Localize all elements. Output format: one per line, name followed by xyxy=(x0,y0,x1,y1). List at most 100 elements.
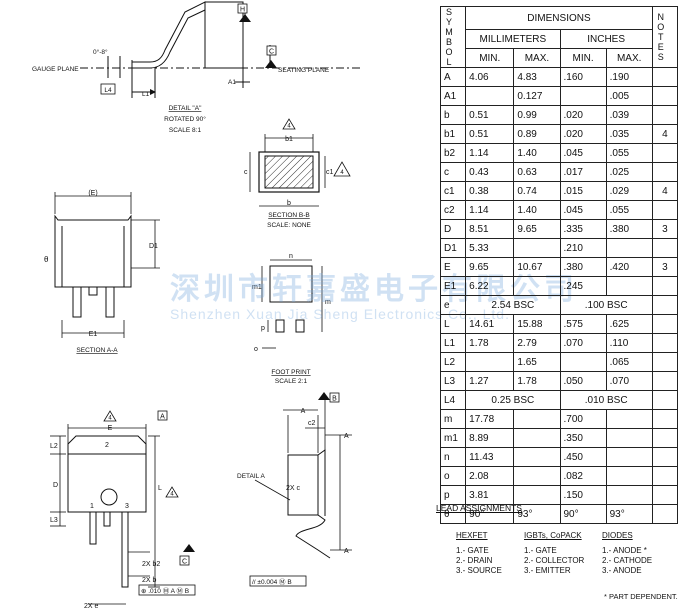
footprint-scale: SCALE 2:1 xyxy=(275,378,308,385)
table-cell: 3 xyxy=(651,257,679,277)
table-cell xyxy=(651,390,679,410)
table-cell: n xyxy=(439,447,467,467)
igbt-header: IGBTs, CoPACK xyxy=(524,531,582,540)
table-cell xyxy=(651,162,679,182)
table-cell: .625 xyxy=(605,314,653,334)
table-cell: .045 xyxy=(559,143,607,163)
mm-max-header: MAX. xyxy=(513,48,561,68)
igbt-column: IGBTs, CoPACK 1.- GATE 2.- COLLECTOR 3.-… xyxy=(524,531,584,576)
table-cell: 14.61 xyxy=(465,314,515,334)
section-bb-view xyxy=(249,118,351,207)
table-cell: 4 xyxy=(651,124,679,144)
n-label: n xyxy=(289,253,293,260)
table-cell: .020 xyxy=(559,105,607,125)
table-cell: .380 xyxy=(605,219,653,239)
l4-label: L4 xyxy=(104,87,112,94)
table-cell: .050 xyxy=(559,371,607,391)
c2-label: c2 xyxy=(308,420,316,427)
table-cell: p xyxy=(439,485,467,505)
b1-label: b1 xyxy=(285,136,293,143)
table-cell: D1 xyxy=(439,238,467,258)
datum-c-icon xyxy=(265,60,277,68)
table-cell: 0.127 xyxy=(513,86,561,106)
footprint-view xyxy=(261,259,323,349)
section-bb-title: SECTION B-B xyxy=(268,212,310,219)
table-cell xyxy=(605,409,653,429)
l3-label: L3 xyxy=(50,517,58,524)
table-cell xyxy=(465,86,515,106)
table-cell xyxy=(465,352,515,372)
table-cell: .380 xyxy=(559,257,607,277)
table-cell xyxy=(651,371,679,391)
table-cell: .210 xyxy=(559,238,607,258)
table-cell: 4.06 xyxy=(465,67,515,87)
detail-a-view xyxy=(80,1,360,98)
table-cell: 8.51 xyxy=(465,219,515,239)
table-cell xyxy=(605,276,653,296)
table-cell: 0.63 xyxy=(513,162,561,182)
d-label: D xyxy=(53,482,58,489)
table-cell xyxy=(513,276,561,296)
table-cell: .065 xyxy=(605,352,653,372)
datum-b-box: B xyxy=(332,396,337,403)
e1-label: E1 xyxy=(89,331,98,338)
dimensions-table: SYMBOL DIMENSIONS NOTES MILLIMETERS INCH… xyxy=(439,6,679,524)
table-cell: .450 xyxy=(559,447,607,467)
table-cell xyxy=(513,428,561,448)
datum-c-bottom-icon xyxy=(183,544,195,552)
table-cell: .070 xyxy=(559,333,607,353)
table-cell xyxy=(559,352,607,372)
table-cell: 6.22 xyxy=(465,276,515,296)
table-cell: c xyxy=(439,162,467,182)
table-cell: 4.83 xyxy=(513,67,561,87)
lead-assignments-title: LEAD ASSIGNMENTS xyxy=(436,503,522,513)
table-cell: E xyxy=(439,257,467,277)
two-x-b-label: 2X b xyxy=(142,577,157,584)
table-cell xyxy=(651,67,679,87)
table-cell xyxy=(651,314,679,334)
flatness-tolerance: // ±0.004 Ⓜ B xyxy=(252,578,292,586)
table-cell: 90° xyxy=(465,504,515,524)
pin3-label: 3 xyxy=(125,503,129,510)
datum-c-label: C xyxy=(269,49,274,56)
table-cell: 0.25 BSC xyxy=(465,390,561,410)
table-cell: .420 xyxy=(605,257,653,277)
side-view xyxy=(254,398,352,559)
note-4-l: 4 xyxy=(170,492,174,498)
table-cell: 9.65 xyxy=(465,257,515,277)
e-top-label: E xyxy=(108,425,113,432)
table-cell xyxy=(651,409,679,429)
table-cell xyxy=(605,238,653,258)
table-cell xyxy=(513,447,561,467)
table-cell: 0.89 xyxy=(513,124,561,144)
table-cell: .100 BSC xyxy=(559,295,653,315)
table-cell: m xyxy=(439,409,467,429)
table-cell xyxy=(651,295,679,315)
table-cell: .015 xyxy=(559,181,607,201)
table-cell xyxy=(651,485,679,505)
two-x-b2-label: 2X b2 xyxy=(142,561,160,568)
table-cell: 9.65 xyxy=(513,219,561,239)
table-cell: .045 xyxy=(559,200,607,220)
table-cell: 0.43 xyxy=(465,162,515,182)
table-cell: b xyxy=(439,105,467,125)
table-cell xyxy=(605,447,653,467)
d1-label: D1 xyxy=(149,243,158,250)
table-cell xyxy=(513,409,561,429)
note-4-marker: 4 xyxy=(287,124,291,130)
table-cell: A xyxy=(439,67,467,87)
table-cell: b1 xyxy=(439,124,467,144)
table-cell: 1.78 xyxy=(513,371,561,391)
table-cell: c1 xyxy=(439,181,467,201)
table-cell: .700 xyxy=(559,409,607,429)
igbt-item-2: 2.- COLLECTOR xyxy=(524,556,585,565)
table-cell: .055 xyxy=(605,200,653,220)
